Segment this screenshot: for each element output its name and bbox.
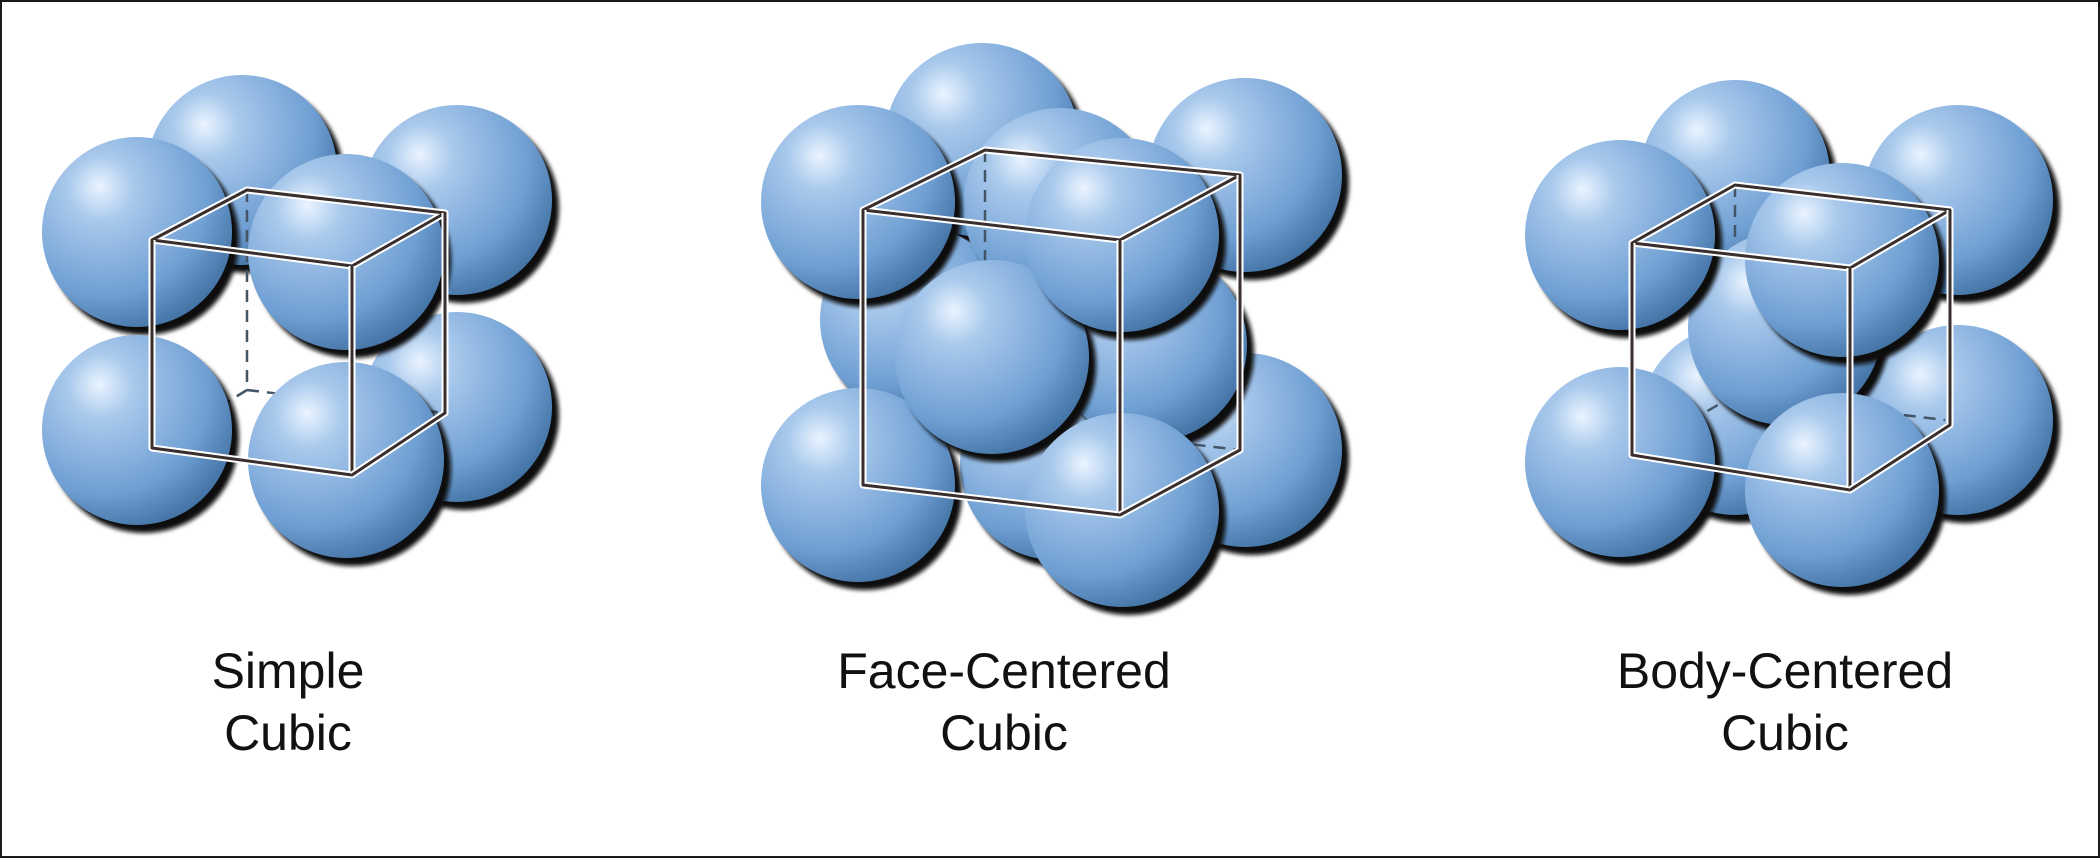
simple-unit-cell-edges: [148, 186, 449, 479]
body-centered-cubic-model: [1525, 80, 2060, 595]
label-simple-line1: Simple: [211, 643, 365, 699]
atom-simple-front-bottom-left: [42, 335, 239, 533]
label-simple-cubic: Simple Cubic: [28, 640, 548, 764]
bcc-unit-cell-edges: [1628, 181, 1954, 494]
label-body-centered-cubic: Body-Centered Cubic: [1525, 640, 2045, 764]
fcc-unit-cell-edges: [859, 146, 1244, 519]
face-centered-cubic-model: [761, 43, 1349, 615]
atom-fcc-front-face-center: [895, 260, 1096, 462]
label-bcc-line1: Body-Centered: [1616, 643, 1954, 699]
atom-bcc-front-top-left: [1525, 140, 1722, 338]
label-face-centered-cubic: Face-Centered Cubic: [744, 640, 1264, 764]
label-fcc-line2: Cubic: [940, 705, 1068, 761]
label-fcc-line1: Face-Centered: [837, 643, 1171, 699]
simple-hidden-edges: [151, 190, 446, 450]
atom-bcc-front-bottom-left: [1525, 367, 1722, 565]
atom-simple-front-top-left: [42, 137, 239, 335]
label-simple-line2: Cubic: [224, 705, 352, 761]
atom-fcc-front-bottom-left: [761, 388, 962, 590]
simple-cubic-model: [42, 75, 559, 566]
label-bcc-line2: Cubic: [1721, 705, 1849, 761]
